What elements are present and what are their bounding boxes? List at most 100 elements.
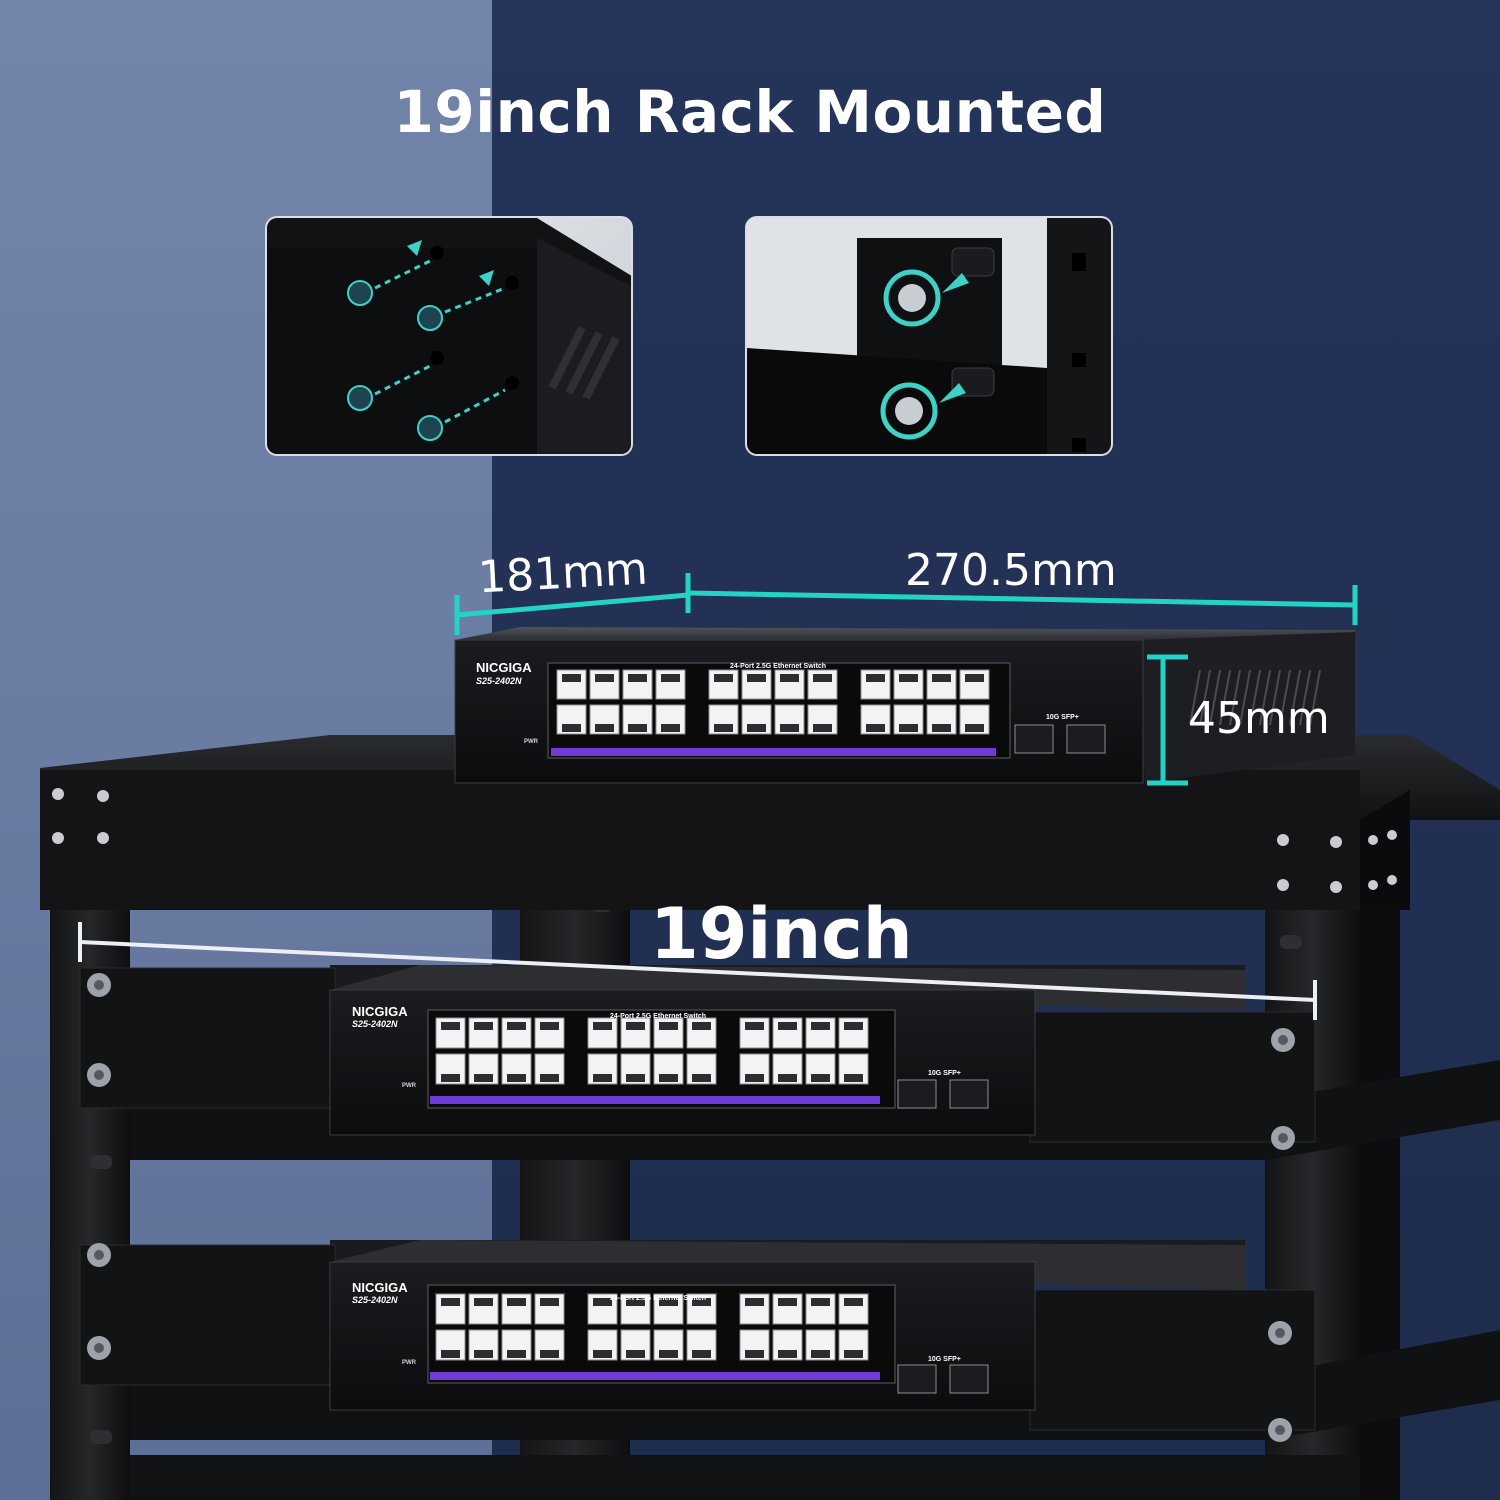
rj45-port-opening — [780, 724, 799, 732]
led-strip — [551, 748, 996, 756]
rj45-port-opening — [507, 1074, 526, 1082]
rj45-port-opening — [844, 1022, 863, 1030]
rj45-port-opening — [593, 1350, 612, 1358]
switch-model-label: S25-2402N — [352, 1019, 398, 1029]
rack-width-label: 19inch — [650, 893, 913, 975]
height-dimension-label: 45mm — [1188, 693, 1330, 744]
rj45-port-opening — [811, 1022, 830, 1030]
rj45-port — [772, 1017, 803, 1049]
led-strip — [430, 1372, 880, 1380]
rj45-port — [653, 1017, 684, 1049]
rj45-port-opening — [745, 1350, 764, 1358]
rj45-port-opening — [866, 674, 885, 682]
rj45-port-opening — [747, 724, 766, 732]
rj45-port-opening — [474, 1074, 493, 1082]
rj45-port-opening — [778, 1074, 797, 1082]
rj45-port-opening — [866, 724, 885, 732]
rj45-port-opening — [778, 1022, 797, 1030]
rj45-port — [653, 1053, 684, 1085]
rj45-port-opening — [714, 674, 733, 682]
switch-title-label: 24-Port 2.5G Ethernet Switch — [610, 1295, 707, 1302]
rj45-port-opening — [692, 1350, 711, 1358]
rack-width-line — [78, 922, 1317, 1020]
rj45-port-opening — [441, 1022, 460, 1030]
rj45-port-opening — [507, 1022, 526, 1030]
sfp-port — [949, 1079, 989, 1109]
switch-title-label: 24-Port 2.5G Ethernet Switch — [610, 1013, 707, 1020]
arrow-icon — [939, 273, 969, 403]
rj45-port-opening — [844, 1350, 863, 1358]
sfp-port — [1066, 724, 1106, 754]
rj45-port-opening — [474, 1350, 493, 1358]
rj45-port-opening — [813, 674, 832, 682]
rj45-port-opening — [540, 1350, 559, 1358]
rj45-port-opening — [441, 1350, 460, 1358]
rj45-port-opening — [626, 1350, 645, 1358]
switch-model-label: S25-2402N — [352, 1295, 398, 1305]
rj45-port-opening — [659, 1298, 678, 1306]
rj45-port-opening — [965, 724, 984, 732]
rj45-port-opening — [593, 1074, 612, 1082]
rj45-port-opening — [692, 1298, 711, 1306]
rj45-port-opening — [745, 1298, 764, 1306]
bracket-install-inset — [265, 216, 633, 456]
rack-screw-diagram — [747, 218, 1111, 454]
rj45-port — [893, 704, 924, 735]
switch-brand-label: NICGIGA — [352, 1004, 408, 1019]
top-shelf-front — [40, 770, 1360, 910]
rj45-port-opening — [659, 1350, 678, 1358]
rj45-port-opening — [747, 674, 766, 682]
rj45-port-opening — [714, 724, 733, 732]
depth-dimension-label: 270.5mm — [905, 545, 1117, 596]
sfp-port — [897, 1364, 937, 1394]
rj45-port-opening — [628, 674, 647, 682]
rj45-port-opening — [441, 1298, 460, 1306]
sfp-port — [949, 1364, 989, 1394]
rj45-port-opening — [628, 724, 647, 732]
sfp-label: 10G SFP+ — [1046, 714, 1079, 721]
screw-icon — [347, 280, 443, 441]
rj45-port-opening — [811, 1074, 830, 1082]
rj45-port-opening — [659, 1022, 678, 1030]
rotate-icon — [880, 269, 941, 440]
dimension-lines — [454, 573, 1358, 786]
rj45-port-opening — [932, 724, 951, 732]
led-strip — [430, 1096, 880, 1104]
rj45-port-opening — [692, 1074, 711, 1082]
rj45-port — [686, 1017, 717, 1049]
rj45-port — [501, 1329, 532, 1361]
sfp-port — [1014, 724, 1054, 754]
sfp-label: 10G SFP+ — [928, 1070, 961, 1077]
rack-screws — [87, 973, 1295, 1442]
rj45-port-opening — [474, 1298, 493, 1306]
rj45-port-opening — [778, 1350, 797, 1358]
rj45-port-opening — [780, 674, 799, 682]
rj45-port-opening — [595, 674, 614, 682]
width-dimension-label: 181mm — [476, 543, 649, 604]
power-label: PWR — [402, 1083, 416, 1089]
rj45-port-opening — [844, 1074, 863, 1082]
rj45-port — [534, 1017, 565, 1049]
rj45-port-opening — [692, 1022, 711, 1030]
rj45-port-opening — [593, 1022, 612, 1030]
rj45-port-opening — [899, 724, 918, 732]
switch-brand-label: NICGIGA — [476, 660, 532, 675]
rj45-port-opening — [659, 1074, 678, 1082]
rack-front-post-left — [50, 855, 130, 1500]
rj45-port — [739, 1017, 770, 1049]
rj45-port-opening — [593, 1298, 612, 1306]
switch-model-label: S25-2402N — [476, 676, 522, 686]
rj45-port-opening — [745, 1074, 764, 1082]
power-label: PWR — [524, 739, 538, 745]
sfp-port — [897, 1079, 937, 1109]
rj45-port-opening — [626, 1298, 645, 1306]
rj45-port-opening — [540, 1074, 559, 1082]
switch-title-label: 24-Port 2.5G Ethernet Switch — [730, 663, 827, 670]
rj45-port-opening — [595, 724, 614, 732]
rj45-port-opening — [932, 674, 951, 682]
rj45-port-opening — [965, 674, 984, 682]
rj45-port-opening — [540, 1022, 559, 1030]
rj45-port-opening — [811, 1350, 830, 1358]
rj45-port-opening — [813, 724, 832, 732]
